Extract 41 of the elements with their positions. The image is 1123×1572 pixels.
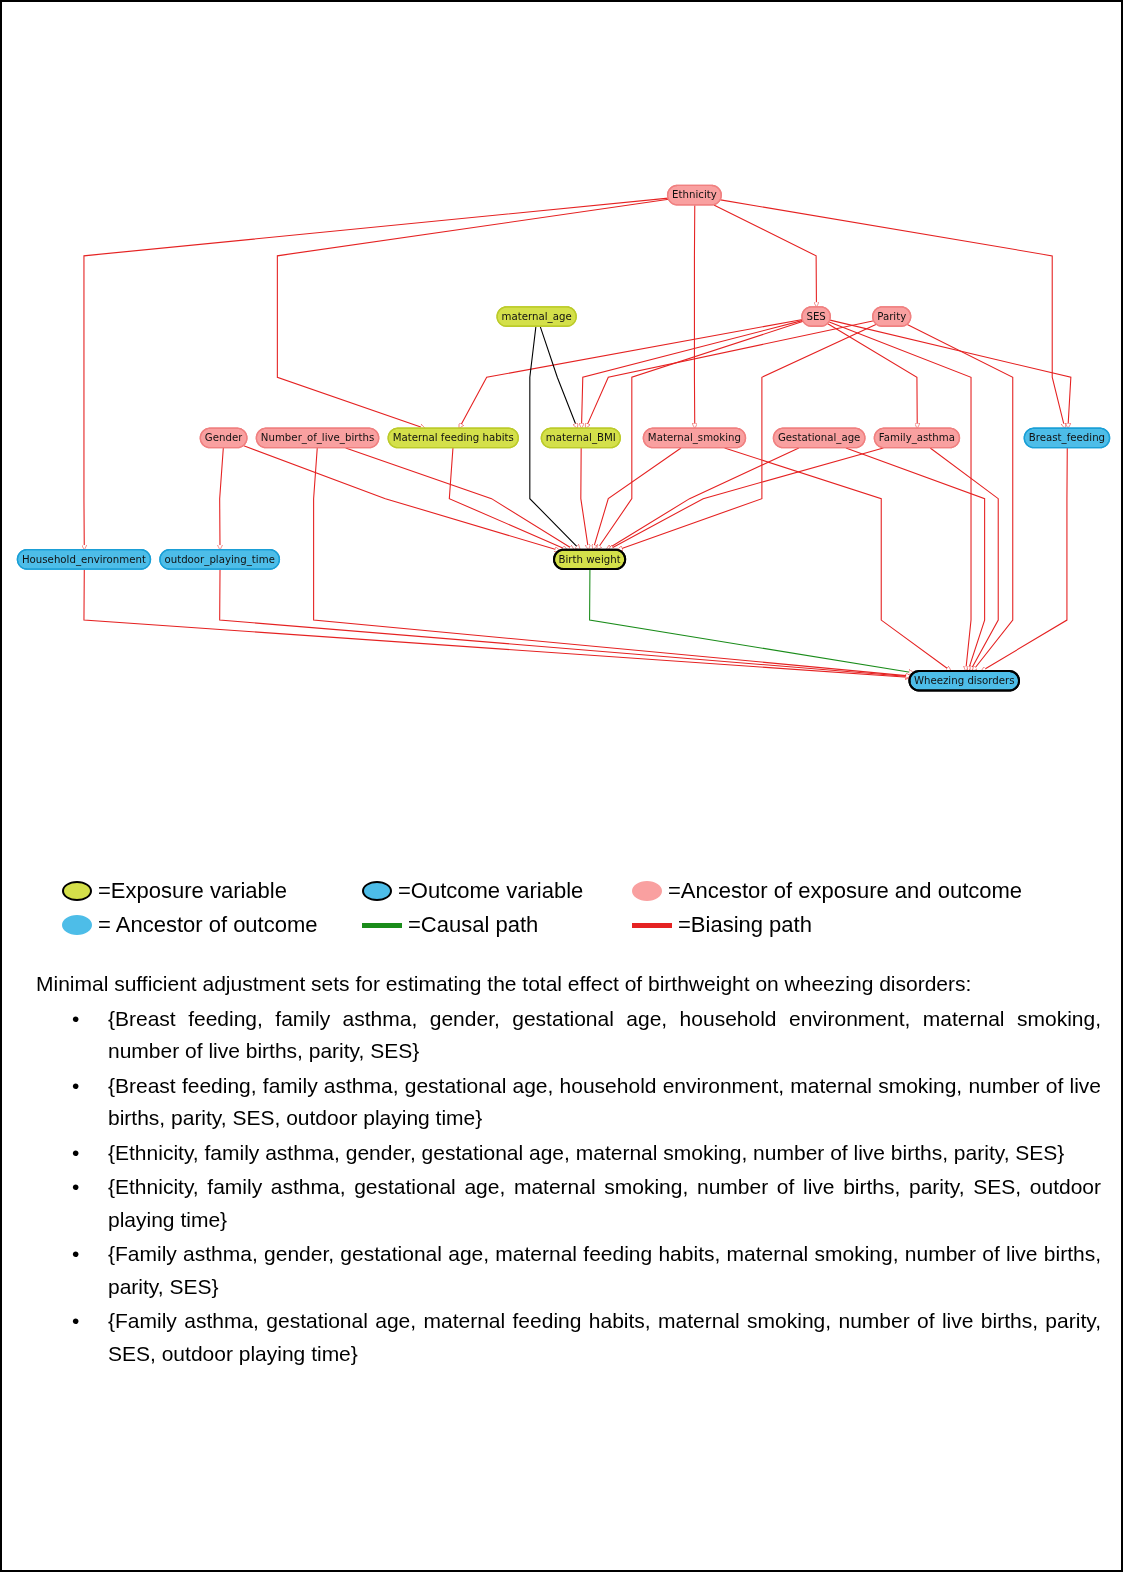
arrow <box>616 323 877 552</box>
arrow <box>458 318 804 429</box>
adjustment-set-text: {Family asthma, gestational age, maternal feeding habits, maternal smoking, number of live births, parity, SES, outdoor playing time} <box>108 1308 1101 1367</box>
adjustment-set-text: {Family asthma, gender, gestational age, maternal feeding habits, maternal smoking, number of live births, parity, SES} <box>108 1241 1101 1300</box>
arrow <box>217 447 224 551</box>
bullet: • <box>72 1072 81 1099</box>
legend-text: =Outcome variable <box>398 878 584 904</box>
legend-text: = Ancestor of outcome <box>98 912 318 938</box>
arrow <box>539 326 579 429</box>
arrow <box>713 204 820 308</box>
arrow <box>980 447 1068 672</box>
arrow <box>724 447 952 672</box>
adjustment-set-text: {Ethnicity, family asthma, gestational age, maternal smoking, number of live births, parity, SES, outdoor playing time} <box>108 1174 1101 1233</box>
arrow <box>720 199 1067 429</box>
arrow <box>81 197 669 551</box>
arrow <box>691 204 698 429</box>
arrow <box>585 320 875 429</box>
note-text: Minimal sufficient adjustment sets for estimating the total effect of birthweight on wheezing disorders: <box>36 971 973 997</box>
bullet: • <box>72 1005 81 1032</box>
adjustment-set-text: {Ethnicity, family asthma, gender, gestational age, maternal smoking, number of live births, parity, SES} <box>108 1139 1065 1166</box>
bullet: • <box>72 1139 81 1166</box>
arrow <box>829 319 1072 429</box>
arrow <box>313 447 912 679</box>
arrow <box>845 447 986 672</box>
bullet: • <box>72 1308 81 1335</box>
arrow <box>448 447 568 551</box>
arrow <box>243 445 561 553</box>
arrow <box>578 319 804 429</box>
arrow <box>827 323 921 429</box>
arrow <box>929 447 999 672</box>
bullet: • <box>72 1174 81 1201</box>
bullet: • <box>72 1241 81 1268</box>
legend-text: =Causal path <box>408 912 539 938</box>
legend-text: =Exposure variable <box>98 878 287 904</box>
arrow <box>906 324 1014 672</box>
legend-text: =Ancestor of exposure and outcome <box>668 878 1023 904</box>
adjustment-set-text: {Breast feeding, family asthma, gestational age, household environment, maternal smoking, number of live births, parity, SES, outdoor playing time} <box>108 1072 1101 1132</box>
legend-text: =Biasing path <box>678 912 812 938</box>
adjustment-set-text: {Breast feeding, family asthma, gender, gestational age, household environment, maternal smoking, number of live births, parity, SES} <box>108 1005 1101 1065</box>
arrow <box>828 321 972 672</box>
arrow <box>345 447 575 551</box>
